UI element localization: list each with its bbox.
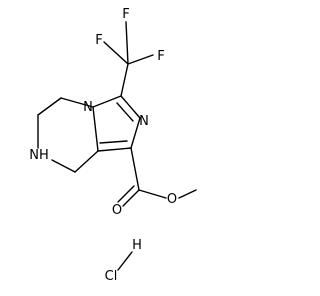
- atom-h-hcl: H: [132, 238, 142, 253]
- bond-n4-c3: [92, 95, 122, 108]
- bond-c8a-n4: [92, 106, 99, 152]
- atom-f-right: F: [157, 49, 164, 64]
- bond-carbonyl-double-outer: [122, 189, 140, 207]
- atom-cl-hcl: Cl: [105, 269, 118, 284]
- atom-o-ether: O: [167, 192, 177, 207]
- atom-nh-amine: NH: [29, 148, 49, 163]
- bond-carbonyl-double-inner: [117, 185, 135, 203]
- bond-cf3-c-f-right: [127, 54, 154, 65]
- bond-n4-c5: [60, 97, 94, 108]
- atom-f-left: F: [95, 33, 102, 48]
- bond-cf3-c-f-left: [103, 41, 129, 65]
- bond-c5-c6: [37, 97, 62, 116]
- bond-n7-c8: [51, 159, 76, 173]
- atom-n-imidazole: N: [139, 114, 149, 129]
- atom-f-top: F: [122, 7, 129, 22]
- bond-h-cl: [117, 251, 133, 271]
- bond-c8-c8a: [74, 150, 99, 173]
- atom-o-carbonyl: O: [112, 203, 122, 218]
- bond-ester-c-o: [138, 189, 167, 199]
- bond-c1-c8a-double-inner: [99, 140, 128, 144]
- bond-cf3-c-f-top: [125, 21, 129, 65]
- chemical-structure: F F F N N NH O O H Cl: [29, 7, 197, 284]
- atom-n-ring-junction: N: [83, 100, 93, 115]
- bond-cf3-to-ring: [120, 63, 129, 97]
- bond-o-methyl: [178, 189, 197, 199]
- bond-n2-c1: [130, 117, 141, 149]
- molecule-drawing: F F F N N NH O O H Cl: [29, 7, 197, 284]
- bond-c3-n2-double-inner: [116, 102, 134, 122]
- bond-c1-ester-c: [130, 147, 140, 191]
- bond-c1-c8a-double-outer: [97, 147, 132, 152]
- bond-c3-n2-double-outer: [120, 95, 141, 119]
